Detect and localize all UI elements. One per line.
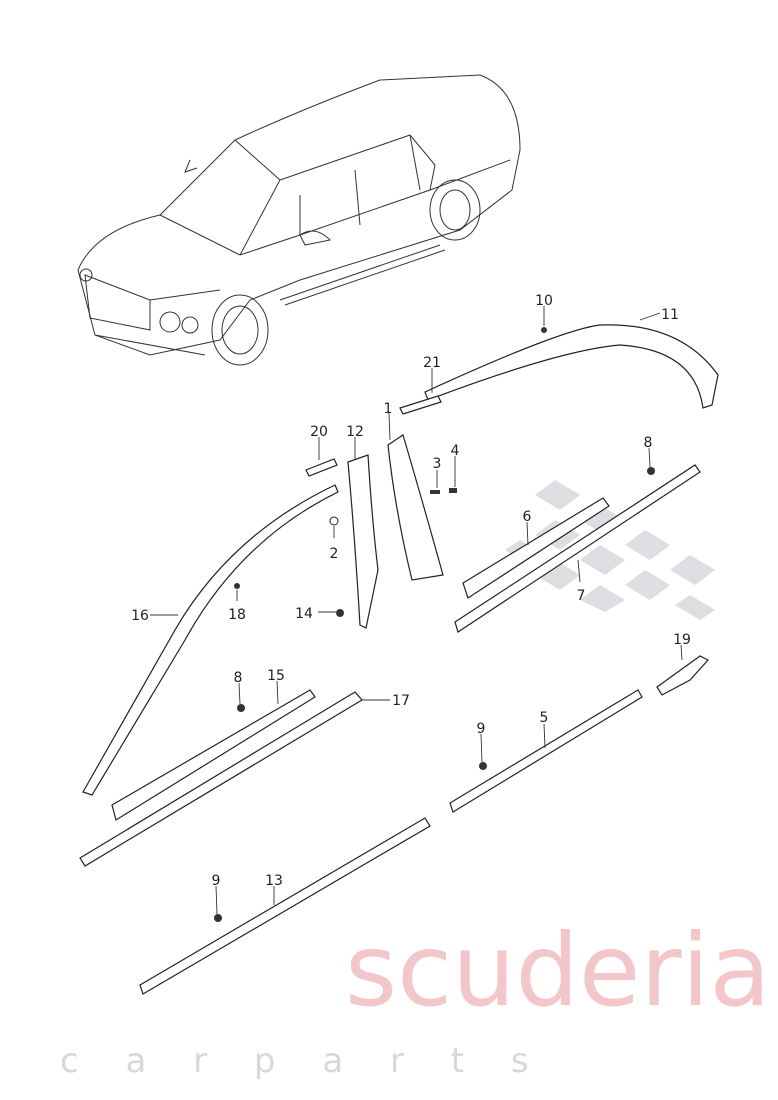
label-11: 11: [661, 307, 679, 323]
part-20-clip: [305, 458, 338, 477]
label-7: 7: [577, 588, 586, 604]
part-13-sill-trim: [139, 817, 431, 995]
label-16: 16: [131, 608, 149, 624]
label-17: 17: [392, 693, 410, 709]
car-illustration: [77, 74, 521, 366]
label-6: 6: [523, 509, 532, 525]
label-12: 12: [346, 424, 364, 440]
label-8a: 8: [644, 435, 653, 451]
label-18: 18: [228, 607, 246, 623]
part-17-door-trim: [79, 691, 363, 867]
label-9a: 9: [477, 721, 486, 737]
watermark-brand: scuderia: [345, 912, 771, 1029]
label-4: 4: [451, 443, 460, 459]
callout-labels: 1 2 3 4 5 6 7 8 8 9 9 10 11 12 13 14 15 …: [131, 293, 691, 889]
part-6-window-trim: [462, 497, 610, 599]
label-10: 10: [535, 293, 553, 309]
label-1: 1: [384, 401, 393, 417]
label-20: 20: [310, 424, 328, 440]
leader-lines: [150, 306, 683, 915]
part-11-roof-trim: [424, 324, 719, 409]
part-5-door-trim: [449, 689, 643, 813]
part-7-door-trim: [454, 464, 701, 633]
label-5: 5: [540, 710, 549, 726]
label-8b: 8: [234, 670, 243, 686]
part-16-a-pillar-trim: [82, 484, 339, 796]
part-1-pillar-trim: [387, 434, 444, 581]
label-15: 15: [267, 668, 285, 684]
label-19: 19: [673, 632, 691, 648]
label-3: 3: [433, 456, 442, 472]
label-13: 13: [265, 873, 283, 889]
fasteners: [214, 327, 655, 922]
part-19-trim: [656, 655, 709, 696]
part-15-window-trim: [111, 689, 316, 821]
part-12-b-pillar-trim: [347, 454, 379, 629]
label-14: 14: [295, 606, 313, 622]
label-9b: 9: [212, 873, 221, 889]
label-21: 21: [423, 355, 441, 371]
watermark: scuderia c a r p a r t s: [60, 912, 771, 1081]
watermark-sub: c a r p a r t s: [60, 1041, 547, 1081]
label-2: 2: [330, 546, 339, 562]
part-21-clip: [399, 395, 442, 415]
